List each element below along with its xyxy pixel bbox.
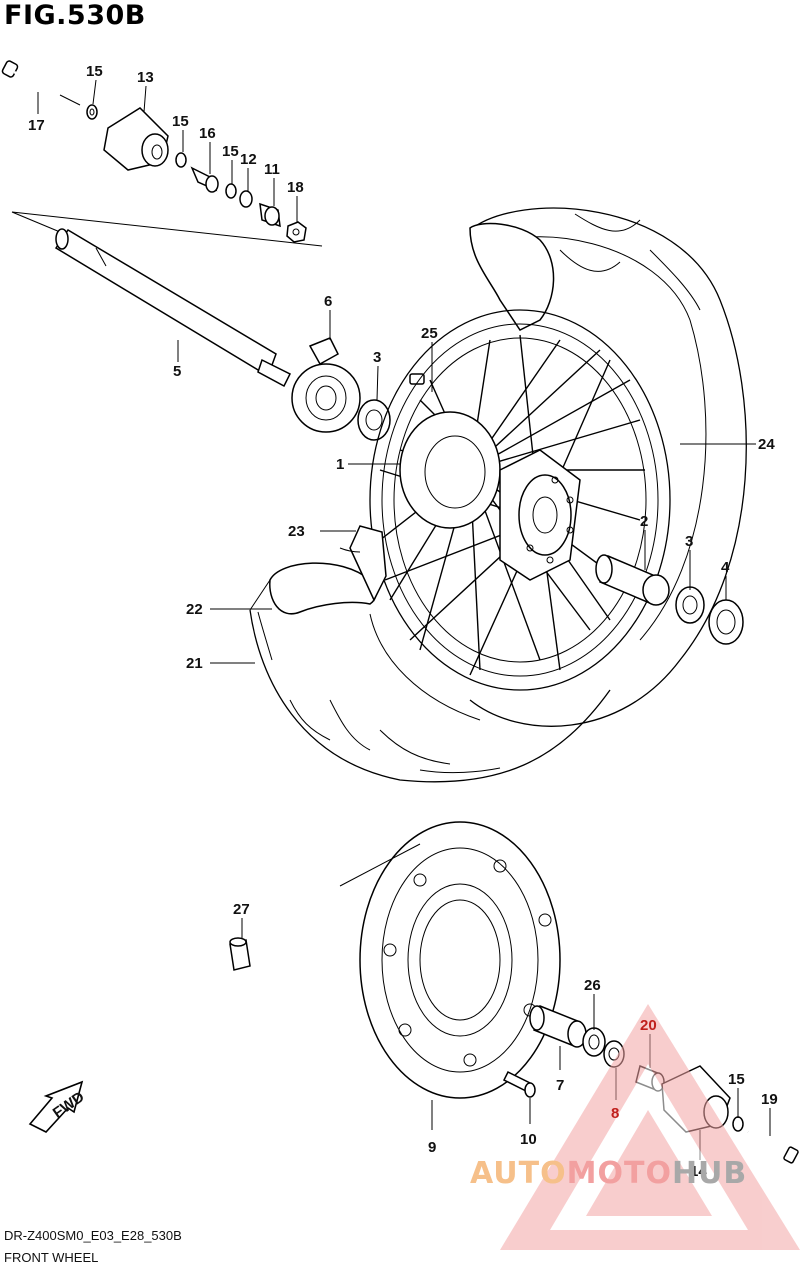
axle-5 (54, 228, 292, 388)
callout-26: 26 (584, 977, 601, 994)
nut-18 (286, 221, 307, 243)
footer-name: FRONT WHEEL (4, 1250, 99, 1265)
watermark-part-hub: HUB (671, 1156, 748, 1191)
callout-10: 10 (520, 1131, 537, 1148)
callout-5: 5 (173, 363, 181, 380)
callout-8: 8 (611, 1105, 619, 1122)
callout-24: 24 (758, 436, 775, 453)
washer-15-c (225, 183, 237, 199)
assembly-line-disc (339, 843, 421, 887)
bearing-3-right (675, 586, 705, 624)
callout-23: 23 (288, 523, 305, 540)
leader-lines (37, 79, 771, 1160)
axle-pinch-bolt-19 (747, 1130, 799, 1164)
callout-21: 21 (186, 655, 203, 672)
tire-21 (249, 579, 611, 783)
brake-disc-9 (359, 821, 561, 1099)
inner-tube-22 (269, 525, 387, 615)
callout-12: 12 (240, 151, 257, 168)
callout-17: 17 (28, 117, 45, 134)
washer-15-b (175, 152, 187, 168)
valve-cap-25 (409, 370, 433, 392)
callout-7: 7 (556, 1077, 564, 1094)
collar-11 (259, 202, 281, 228)
axle-bolt-17 (1, 60, 81, 106)
hub-1 (399, 411, 581, 581)
watermark-text: AUTOMOTOHUB (470, 1156, 747, 1191)
callout-14: 14 (690, 1163, 707, 1180)
oil-seal-4 (708, 599, 744, 645)
washer-15-bottom (732, 1116, 744, 1132)
washer-15-top (86, 104, 98, 120)
callout-15-c: 15 (222, 143, 239, 160)
footer-code: DR-Z400SM0_E03_E28_530B (4, 1228, 182, 1243)
watermark-part-auto: AUTO (470, 1156, 567, 1191)
fwd-arrow-icon: FWD (28, 1080, 88, 1133)
callout-3-top: 3 (373, 349, 381, 366)
collar-16 (190, 166, 219, 193)
callout-4: 4 (721, 559, 730, 576)
bearing-3-left (357, 399, 391, 441)
spacer-12 (239, 190, 253, 208)
assembly-line-top (11, 211, 323, 247)
callout-13: 13 (137, 69, 154, 86)
callout-25: 25 (421, 325, 438, 342)
disc-bolt-10 (502, 1070, 536, 1098)
figure-title: FIG.530B (4, 0, 146, 31)
callout-3-right: 3 (685, 533, 693, 550)
spacer-13 (103, 107, 169, 171)
callout-1: 1 (336, 456, 344, 473)
callout-22: 22 (186, 601, 203, 618)
callout-15-top: 15 (86, 63, 103, 80)
callout-19: 19 (761, 1091, 778, 1108)
callout-labels: 15 13 17 15 16 15 12 11 18 6 25 3 5 24 1… (28, 63, 778, 1180)
callout-9: 9 (428, 1139, 436, 1156)
callout-18: 18 (287, 179, 304, 196)
speedometer-gearbox-6 (291, 337, 361, 433)
callout-15-b: 15 (172, 113, 189, 130)
callout-16: 16 (199, 125, 216, 142)
oil-seal-26 (582, 1027, 606, 1057)
callout-20: 20 (640, 1017, 657, 1034)
watermark-triangle-icon (500, 1004, 800, 1250)
callout-27: 27 (233, 901, 250, 918)
balance-weight-27 (229, 937, 251, 971)
callout-11: 11 (264, 161, 280, 178)
spacer-2 (595, 554, 670, 606)
callout-6: 6 (324, 293, 332, 310)
rim-band-23 (339, 547, 361, 553)
watermark-part-moto: MOTO (566, 1156, 672, 1191)
inner-tube-top (469, 222, 555, 331)
callout-15-bottom: 15 (728, 1071, 745, 1088)
spacer-7 (529, 1004, 587, 1048)
callout-2: 2 (640, 513, 648, 530)
